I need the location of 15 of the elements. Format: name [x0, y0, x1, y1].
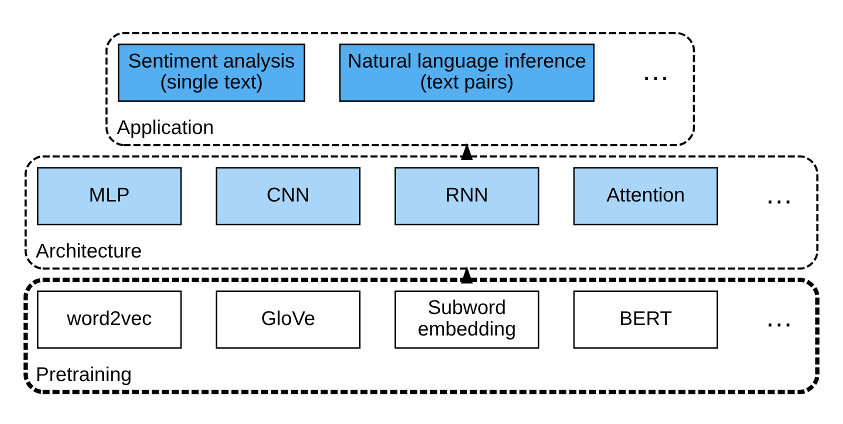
node-box: word2vec: [37, 290, 182, 348]
label: …: [764, 178, 794, 210]
arrow: [460, 266, 473, 283]
node-box: CNN: [216, 166, 360, 225]
node-box: GloVe: [216, 290, 360, 348]
label: …: [641, 54, 670, 86]
node-box: Subword embedding: [394, 290, 540, 348]
node-box: Sentiment analysis (single text): [118, 43, 306, 102]
arrow: [460, 142, 473, 160]
node-box: RNN: [394, 166, 540, 225]
node-box: BERT: [573, 290, 718, 348]
node-box: Attention: [573, 166, 718, 225]
node-box: Natural language inference (text pairs): [339, 43, 595, 102]
label: …: [764, 301, 794, 334]
node-box: MLP: [37, 166, 182, 225]
